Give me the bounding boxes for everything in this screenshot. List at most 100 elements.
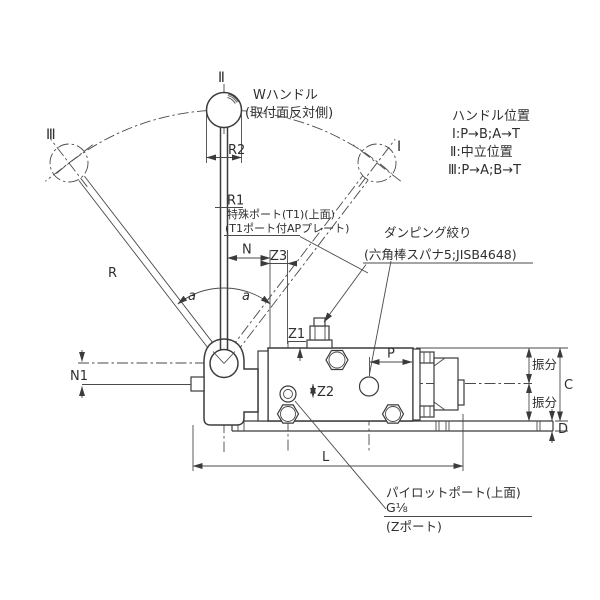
dimension-l: L bbox=[192, 414, 464, 471]
side-port-hole bbox=[358, 376, 380, 397]
damping-leader-hole bbox=[369, 260, 392, 375]
end-cap bbox=[412, 348, 465, 421]
pilot-port-leader bbox=[294, 400, 387, 510]
damping-leader-screw bbox=[323, 264, 367, 323]
damping-line2: (六角棒スパナ5;JISB4648) bbox=[364, 247, 517, 262]
knob-phantom-left bbox=[49, 143, 89, 183]
pivot-funnel-lines bbox=[212, 351, 236, 364]
angle-label-right: a bbox=[242, 289, 250, 304]
pilot-line1: パイロットポート(上面) bbox=[386, 485, 521, 500]
pivot-left-boss bbox=[190, 376, 205, 392]
position-labels: Ⅱ Ⅲ Ⅰ R bbox=[46, 70, 401, 281]
l-label: L bbox=[322, 450, 330, 465]
handle-position-item3: Ⅲ:P→A;B→T bbox=[448, 163, 521, 178]
damping-screw-nut-lines bbox=[314, 326, 326, 340]
p-label: P bbox=[387, 347, 395, 362]
lever-right-edge-1 bbox=[234, 179, 369, 355]
end-cap-bolt-top bbox=[419, 351, 435, 364]
lower-left-hex-bolt bbox=[276, 404, 300, 424]
damping-screw-nut bbox=[309, 325, 330, 341]
split-bottom-label: 振分 bbox=[532, 395, 557, 410]
pilot-line3: (Zポート) bbox=[386, 519, 442, 534]
r1-label: R1 bbox=[227, 194, 244, 209]
lower-left-hex-head bbox=[276, 404, 300, 424]
r-label: R bbox=[108, 266, 117, 281]
dimension-n1: N1 bbox=[70, 350, 191, 398]
knob-shading-arcs bbox=[227, 93, 239, 104]
c-label: C bbox=[564, 378, 573, 393]
z-port bbox=[279, 385, 297, 403]
angle-arc-right bbox=[223, 287, 271, 305]
body-features bbox=[276, 317, 405, 424]
end-cap-bolt-bottom bbox=[419, 405, 435, 418]
damping-note: ダンピング絞り (六角棒スパナ5;JISB4648) bbox=[363, 225, 533, 264]
angle-dimension: a a bbox=[177, 287, 271, 305]
lower-right-hex-circle bbox=[385, 406, 401, 422]
lever-left-edge-2 bbox=[78, 180, 214, 355]
dimension-right-side: 振分 振分 C D bbox=[416, 347, 573, 443]
damping-screw-base bbox=[306, 339, 333, 349]
damping-line1: ダンピング絞り bbox=[384, 225, 472, 240]
pilot-line2: G⅛ bbox=[386, 500, 408, 515]
position-iii-label: Ⅲ bbox=[46, 127, 56, 143]
handle-position-title: ハンドル位置 bbox=[452, 109, 530, 124]
top-hex-bolt bbox=[325, 349, 349, 371]
phantom-right-cross bbox=[352, 144, 402, 182]
r2-label: R2 bbox=[228, 143, 245, 158]
knob-phantom-right bbox=[357, 143, 397, 183]
leader-lines bbox=[294, 236, 392, 510]
lever-left-edge-1 bbox=[84, 175, 219, 351]
end-cap-chamfers bbox=[433, 357, 446, 411]
top-hex-bolt-head bbox=[325, 349, 349, 371]
dimension-r2: R2 bbox=[206, 113, 245, 163]
split-top-label: 振分 bbox=[532, 357, 557, 372]
phantom-position-left bbox=[44, 138, 219, 355]
special-port-leader bbox=[299, 236, 369, 274]
handle-position-item2: Ⅱ:中立位置 bbox=[450, 145, 513, 160]
end-cap-bolt-top-lines bbox=[423, 352, 431, 363]
end-cap-body bbox=[433, 357, 459, 411]
w-handle-note: Wハンドル (取付面反対側) bbox=[245, 88, 333, 121]
angle-label-left: a bbox=[188, 289, 196, 304]
pilot-port-note: パイロットポート(上面) G⅛ (Zポート) bbox=[384, 485, 532, 534]
z2-label: Z2 bbox=[317, 385, 334, 400]
end-cap-tab bbox=[457, 379, 465, 406]
z3-label: Z3 bbox=[270, 249, 287, 264]
z-port-inner bbox=[283, 389, 293, 399]
end-cap-flange bbox=[412, 348, 421, 421]
hand-lever bbox=[205, 91, 243, 379]
z-port-outer bbox=[279, 385, 297, 403]
special-port-line1: 特殊ポート(T1)(上面) bbox=[227, 207, 335, 221]
dimension-r1: R1 bbox=[215, 194, 244, 209]
lower-right-hex-head bbox=[381, 404, 405, 424]
lever-right-edge-2 bbox=[229, 175, 363, 351]
w-handle-line2: (取付面反対側) bbox=[245, 106, 333, 121]
position-i-label: Ⅰ bbox=[397, 139, 401, 155]
base-plate-holes bbox=[237, 421, 541, 431]
w-handle-line1: Wハンドル bbox=[253, 88, 318, 103]
special-port-note: 特殊ポート(T1)(上面) (T1ポート付APプレート) bbox=[224, 207, 349, 236]
lever-knob bbox=[205, 91, 243, 129]
n1-label: N1 bbox=[70, 369, 88, 384]
special-port-line2: (T1ポート付APプレート) bbox=[225, 222, 349, 235]
phantom-left-cross bbox=[44, 144, 94, 182]
dimension-z2: Z2 bbox=[310, 383, 334, 400]
lower-left-hex-circle bbox=[280, 406, 296, 422]
n-label: N bbox=[242, 243, 252, 258]
phantom-position-right bbox=[229, 138, 402, 355]
mounting-flange bbox=[257, 350, 269, 422]
dimension-z3: Z3 bbox=[260, 249, 298, 267]
handle-position-table: ハンドル位置 Ⅰ:P→B;A→T Ⅱ:中立位置 Ⅲ:P→A;B→T bbox=[448, 109, 530, 178]
top-hex-bolt-circle bbox=[328, 351, 346, 369]
end-cap-bolt-bottom-lines bbox=[423, 406, 431, 417]
lower-right-hex-bolt bbox=[381, 404, 405, 424]
dimension-z1: Z1 bbox=[288, 327, 306, 361]
angle-arc-left bbox=[177, 287, 225, 305]
position-ii-label: Ⅱ bbox=[218, 70, 225, 86]
d-label: D bbox=[558, 422, 568, 437]
damping-screw-cap bbox=[313, 317, 326, 327]
z1-label: Z1 bbox=[288, 327, 305, 342]
